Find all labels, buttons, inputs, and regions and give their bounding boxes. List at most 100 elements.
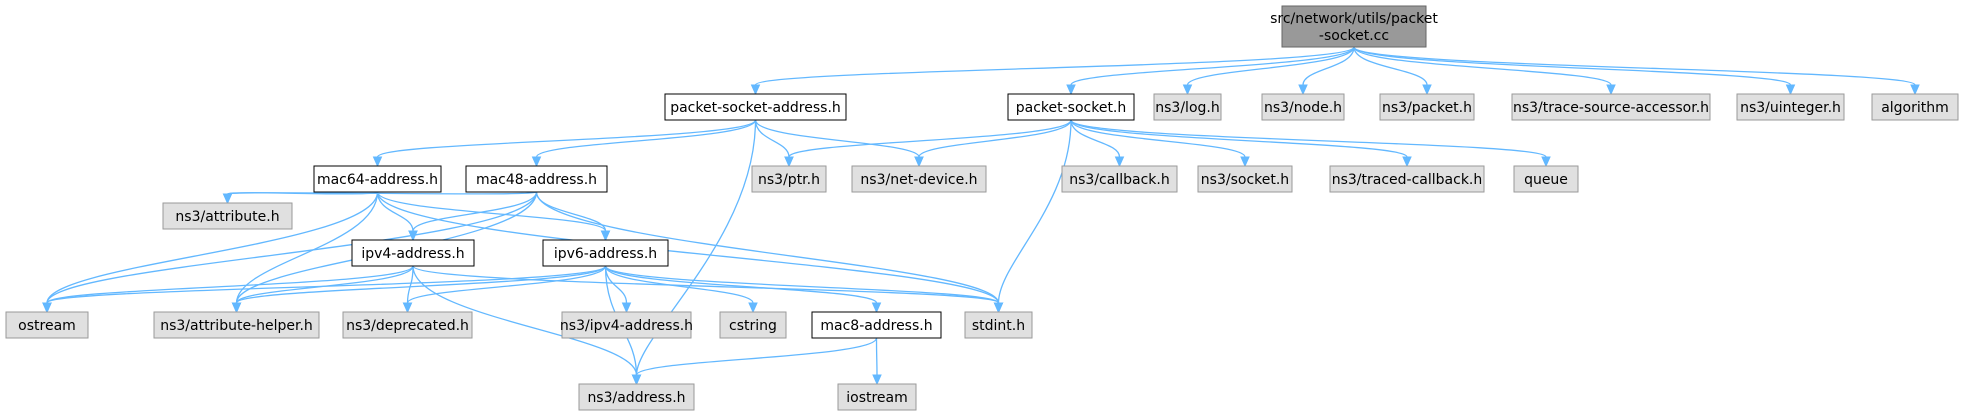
- node-ns3ipv4: ns3/ipv4-address.h: [560, 311, 693, 339]
- node-label: mac8-address.h: [820, 318, 932, 334]
- arrowhead-mac48-to-ipv6: [600, 230, 611, 242]
- node-socket: ns3/socket.h: [1197, 165, 1293, 193]
- node-label: ns3/deprecated.h: [346, 318, 469, 334]
- edge-mac64-to-ostream: [46, 191, 379, 304]
- node-box: [811, 311, 942, 339]
- node-label: algorithm: [1881, 100, 1949, 116]
- edge-root-to-psa: [754, 46, 1355, 86]
- node-attr: ns3/attribute.h: [162, 202, 293, 230]
- node-label: ns3/traced-callback.h: [1332, 172, 1483, 188]
- edge-psa-to-mac48: [535, 119, 757, 158]
- node-label: -socket.cc: [1319, 28, 1389, 44]
- node-label: mac48-address.h: [476, 172, 597, 188]
- node-box: [1513, 165, 1579, 193]
- node-label: ipv4-address.h: [361, 246, 464, 262]
- node-box: [1197, 165, 1293, 193]
- node-box: [342, 311, 473, 339]
- arrowhead-ps-to-tcb: [1402, 156, 1412, 168]
- node-ostream: ostream: [5, 311, 89, 339]
- node-psa[interactable]: packet-socket-address.h: [664, 93, 847, 121]
- node-box: [542, 239, 669, 267]
- node-ptr: ns3/ptr.h: [751, 165, 827, 193]
- node-node: ns3/node.h: [1261, 93, 1345, 121]
- node-label: ns3/trace-source-accessor.h: [1513, 100, 1709, 116]
- node-box: [153, 311, 320, 339]
- arrowhead-ipv6-to-depr: [402, 302, 413, 314]
- node-box: [1511, 93, 1711, 121]
- node-label: cstring: [729, 318, 777, 334]
- node-stdint: stdint.h: [964, 311, 1033, 339]
- arrowhead-ipv6-to-cstring: [748, 302, 758, 314]
- node-address: ns3/address.h: [578, 383, 695, 411]
- arrowhead-root-to-psa: [750, 84, 761, 96]
- node-log: ns3/log.h: [1153, 93, 1222, 121]
- arrowhead-ipv6-to-ostream: [42, 302, 52, 314]
- node-mac64[interactable]: mac64-address.h: [313, 165, 442, 193]
- edge-ipv6-to-cstring: [604, 265, 754, 304]
- edge-mac48-to-stdint: [535, 191, 1000, 304]
- edge-psa-to-mac64: [376, 119, 757, 158]
- node-label: ns3/net-device.h: [860, 172, 977, 188]
- node-attrh: ns3/attribute-helper.h: [153, 311, 320, 339]
- node-netdev: ns3/net-device.h: [851, 165, 987, 193]
- arrowhead-ipv6-to-stdint: [993, 302, 1004, 314]
- edge-mac48-to-ostream: [46, 191, 538, 304]
- edge-root-to-node: [1302, 46, 1355, 86]
- edge-ps-to-tcb: [1070, 119, 1408, 158]
- node-box: [1379, 93, 1475, 121]
- node-label: ns3/log.h: [1155, 100, 1219, 116]
- node-ipv4[interactable]: ipv4-address.h: [351, 239, 475, 267]
- arrowhead-mac8-to-address: [631, 374, 642, 386]
- node-label: queue: [1524, 172, 1568, 188]
- node-box: [313, 165, 442, 193]
- edge-root-to-log: [1186, 46, 1355, 86]
- node-label: ns3/node.h: [1264, 100, 1342, 116]
- edge-ipv6-to-ostream: [46, 265, 607, 304]
- edge-ps-to-callback: [1070, 119, 1121, 158]
- node-mac8[interactable]: mac8-address.h: [811, 311, 942, 339]
- node-label: stdint.h: [972, 318, 1025, 334]
- node-label: ns3/socket.h: [1201, 172, 1289, 188]
- node-label: ns3/attribute.h: [175, 209, 279, 225]
- arrowhead-ps-to-socket: [1240, 156, 1250, 168]
- node-packet: ns3/packet.h: [1379, 93, 1475, 121]
- node-label: ipv6-address.h: [554, 246, 657, 262]
- node-depr: ns3/deprecated.h: [342, 311, 473, 339]
- node-box: [465, 165, 608, 193]
- arrowhead-mac8-to-iostream: [872, 374, 882, 386]
- node-label: ns3/attribute-helper.h: [160, 318, 313, 334]
- edge-layer: [42, 46, 1920, 386]
- arrowhead-root-to-algo: [1910, 84, 1920, 96]
- node-label: ns3/uinteger.h: [1740, 100, 1841, 116]
- edge-ipv4-to-stdint: [412, 265, 1000, 304]
- node-label: ostream: [18, 318, 76, 334]
- arrowhead-root-to-uint: [1785, 84, 1796, 96]
- edge-root-to-algo: [1353, 46, 1916, 86]
- arrowhead-ps-to-netdev: [914, 156, 924, 168]
- node-box: [1281, 5, 1427, 48]
- edge-ps-to-ptr: [788, 119, 1072, 158]
- node-box: [964, 311, 1033, 339]
- node-iostream: iostream: [837, 383, 917, 411]
- arrowhead-root-to-node: [1298, 84, 1308, 96]
- node-label: ns3/ipv4-address.h: [560, 318, 693, 334]
- arrowhead-psa-to-mac48: [531, 156, 542, 168]
- arrowhead-root-to-log: [1182, 84, 1193, 96]
- edge-ipv6-to-stdint: [604, 265, 1000, 304]
- node-box: [1153, 93, 1222, 121]
- node-ipv6[interactable]: ipv6-address.h: [542, 239, 669, 267]
- arrowhead-mac48-to-attr: [222, 193, 233, 205]
- edge-mac64-to-ipv4: [376, 191, 414, 232]
- arrowhead-root-to-packet: [1422, 84, 1432, 96]
- node-box: [561, 311, 692, 339]
- node-box: [719, 311, 787, 339]
- node-ps[interactable]: packet-socket.h: [1007, 93, 1135, 121]
- edge-ps-to-queue: [1070, 119, 1547, 158]
- edge-ipv4-to-ostream: [46, 265, 414, 304]
- node-mac48[interactable]: mac48-address.h: [465, 165, 608, 193]
- edge-root-to-packet: [1353, 46, 1428, 86]
- edge-ps-to-stdint: [997, 119, 1072, 304]
- edge-mac48-to-ipv4: [412, 191, 538, 232]
- node-tsa: ns3/trace-source-accessor.h: [1511, 93, 1711, 121]
- node-label: mac64-address.h: [317, 172, 438, 188]
